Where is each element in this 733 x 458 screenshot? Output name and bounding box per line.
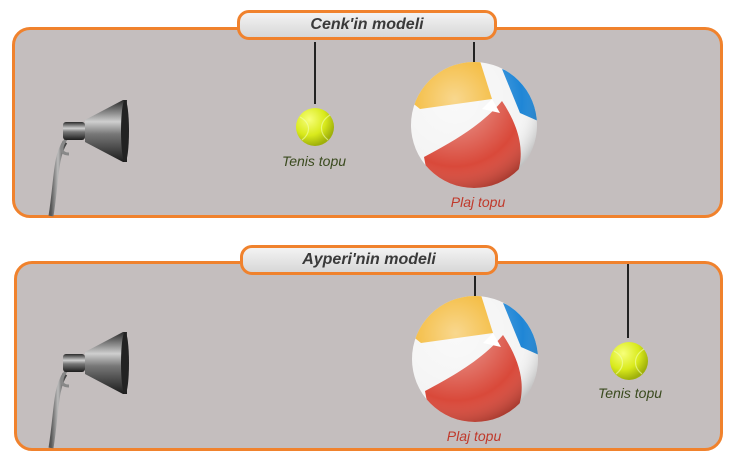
beach-ball-label: Plaj topu [446, 428, 502, 444]
beach-ball-string [473, 42, 475, 64]
panel-title: Ayperi'nin modeli [240, 245, 498, 275]
lamp-icon [48, 100, 129, 217]
beach-ball-icon [411, 62, 537, 188]
tennis-ball-icon [610, 342, 648, 380]
panel-title-text: Ayperi'nin modeli [302, 251, 436, 268]
beach-ball-string [474, 276, 476, 296]
tennis-ball-icon [296, 108, 334, 146]
panel-title-text: Cenk'in modeli [310, 16, 424, 33]
beach-ball-icon [412, 296, 538, 422]
tennis-ball-label: Tenis topu [597, 385, 663, 401]
lamp-icon [48, 332, 129, 449]
tennis-ball-string [314, 42, 316, 104]
beach-ball-label: Plaj topu [450, 194, 506, 210]
tennis-ball-string [627, 264, 629, 338]
ayperi-model-panel [14, 261, 723, 451]
panel-title: Cenk'in modeli [237, 10, 497, 40]
tennis-ball-label: Tenis topu [281, 153, 347, 169]
